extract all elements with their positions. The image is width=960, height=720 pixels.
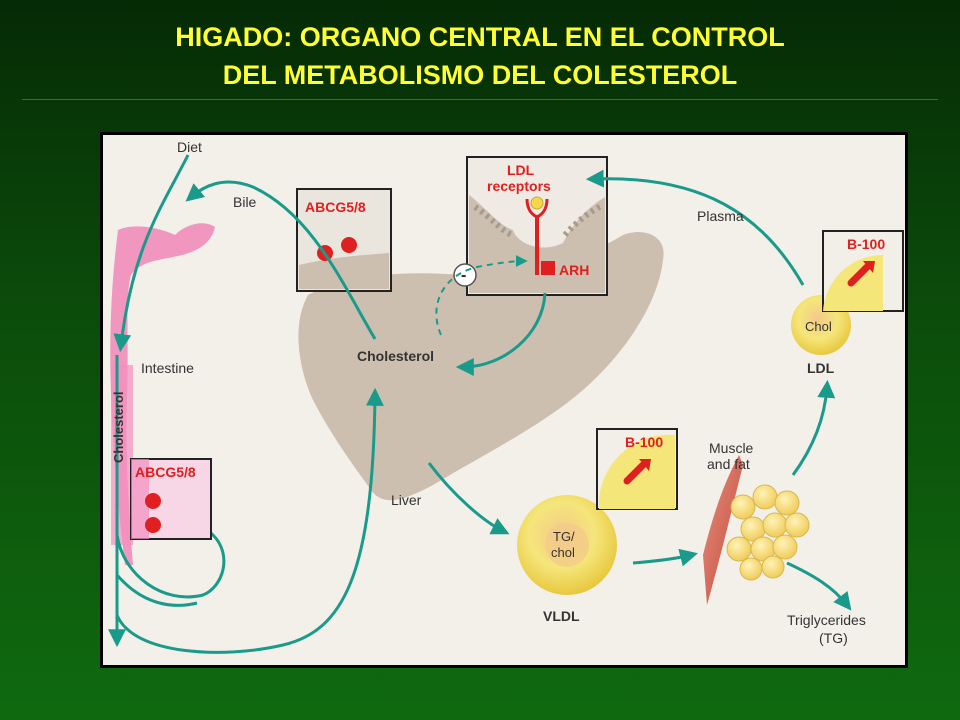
arh-label: ARH [559,262,589,278]
muscle-shape [703,455,743,605]
chol-label: Chol [805,319,832,334]
feedback-dashed-arrow [435,255,528,336]
tg-label-1: TG/ [553,529,575,544]
triglycerides-label-2: (TG) [819,630,848,646]
intestine-label: Intestine [141,360,194,376]
receptor-to-cholesterol-arrow [455,292,547,376]
title-line-2: DEL METABOLISMO DEL COLESTEROL [222,60,738,90]
muscle-to-ldl-arrow [791,379,836,476]
plasma-to-receptor-arrow [585,169,805,286]
muscle-to-tg-arrow [786,561,852,611]
fat-cells [726,484,810,581]
vldl-label: VLDL [543,608,580,624]
liver-to-vldl-arrow [427,462,510,535]
cholesterol-vertical-label: Cholesterol [111,391,126,463]
minus-label: - [461,267,466,284]
diagram-panel: ABCG5/8 LDL receptors ARH - [100,132,908,668]
intestine-shape [110,223,215,565]
ldl-receptors-label-2: receptors [487,178,551,194]
vldl-to-muscle-arrow [632,548,698,567]
tg-label-2: chol [551,545,575,560]
ldl-receptors-label-1: LDL [507,162,535,178]
title-divider [22,99,938,100]
ldl-label: LDL [807,360,835,376]
diet-arrow [113,154,190,353]
abcg-intestine-label: ABCG5/8 [135,464,196,480]
muscle-label-1: Muscle [709,440,754,456]
b100-vldl-label: B-100 [625,434,663,450]
cholesterol-liver-label: Cholesterol [357,348,434,364]
cholesterol-diagram: ABCG5/8 LDL receptors ARH - [108,139,904,654]
muscle-label-2: and fat [707,456,750,472]
title-line-1: HIGADO: ORGANO CENTRAL EN EL CONTROL [175,22,785,52]
b100-ldl-label: B-100 [847,236,885,252]
bile-label: Bile [233,194,257,210]
abcg-top-label: ABCG5/8 [305,199,366,215]
liver-label: Liver [391,492,422,508]
bile-arrow [185,180,377,340]
intestine-to-liver-arrow [115,387,384,654]
triglycerides-label-1: Triglycerides [787,612,866,628]
plasma-label: Plasma [697,208,744,224]
slide-title: HIGADO: ORGANO CENTRAL EN EL CONTROL DEL… [0,18,960,94]
diet-label: Diet [177,139,202,155]
